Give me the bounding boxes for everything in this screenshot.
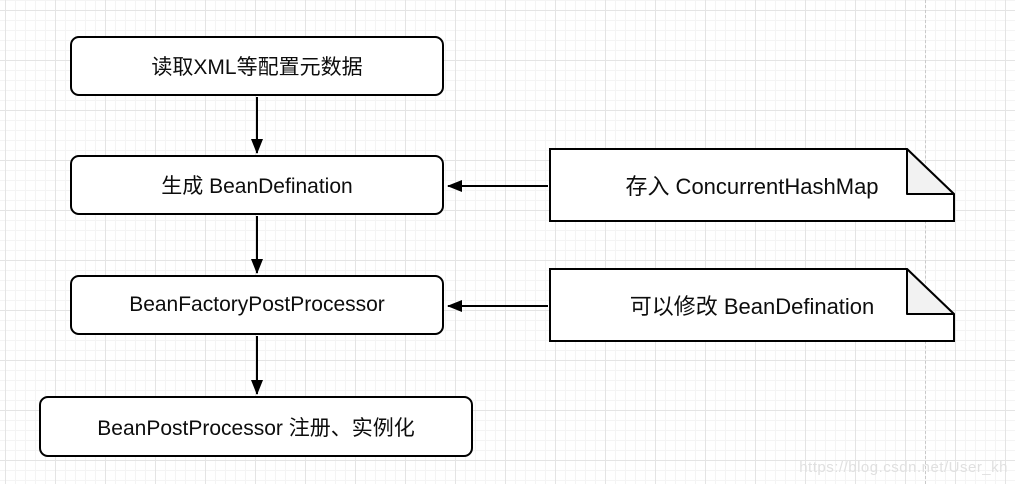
note-shape-icon — [549, 268, 955, 342]
flow-node-bean-factory-post-processor: BeanFactoryPostProcessor — [70, 275, 444, 335]
note-label: 存入 ConcurrentHashMap — [625, 174, 879, 199]
page-boundary-divider — [925, 0, 926, 484]
flow-node-read-config: 读取XML等配置元数据 — [70, 36, 444, 96]
flow-node-bean-post-processor: BeanPostProcessor 注册、实例化 — [39, 396, 473, 457]
flow-node-gen-beandefination: 生成 BeanDefination — [70, 155, 444, 215]
watermark-text: https://blog.csdn.net/User_kh — [799, 459, 1008, 476]
note-modify-beandefination: 可以修改 BeanDefination — [549, 268, 955, 342]
flow-node-label: BeanPostProcessor 注册、实例化 — [97, 416, 415, 440]
flow-node-label: 生成 BeanDefination — [161, 175, 353, 198]
note-label: 可以修改 BeanDefination — [629, 294, 875, 319]
note-shape-icon — [549, 148, 955, 222]
flow-node-label: 读取XML等配置元数据 — [151, 56, 363, 79]
flow-node-label: BeanFactoryPostProcessor — [129, 293, 385, 316]
note-store-concurrenthashmap: 存入 ConcurrentHashMap — [549, 148, 955, 222]
